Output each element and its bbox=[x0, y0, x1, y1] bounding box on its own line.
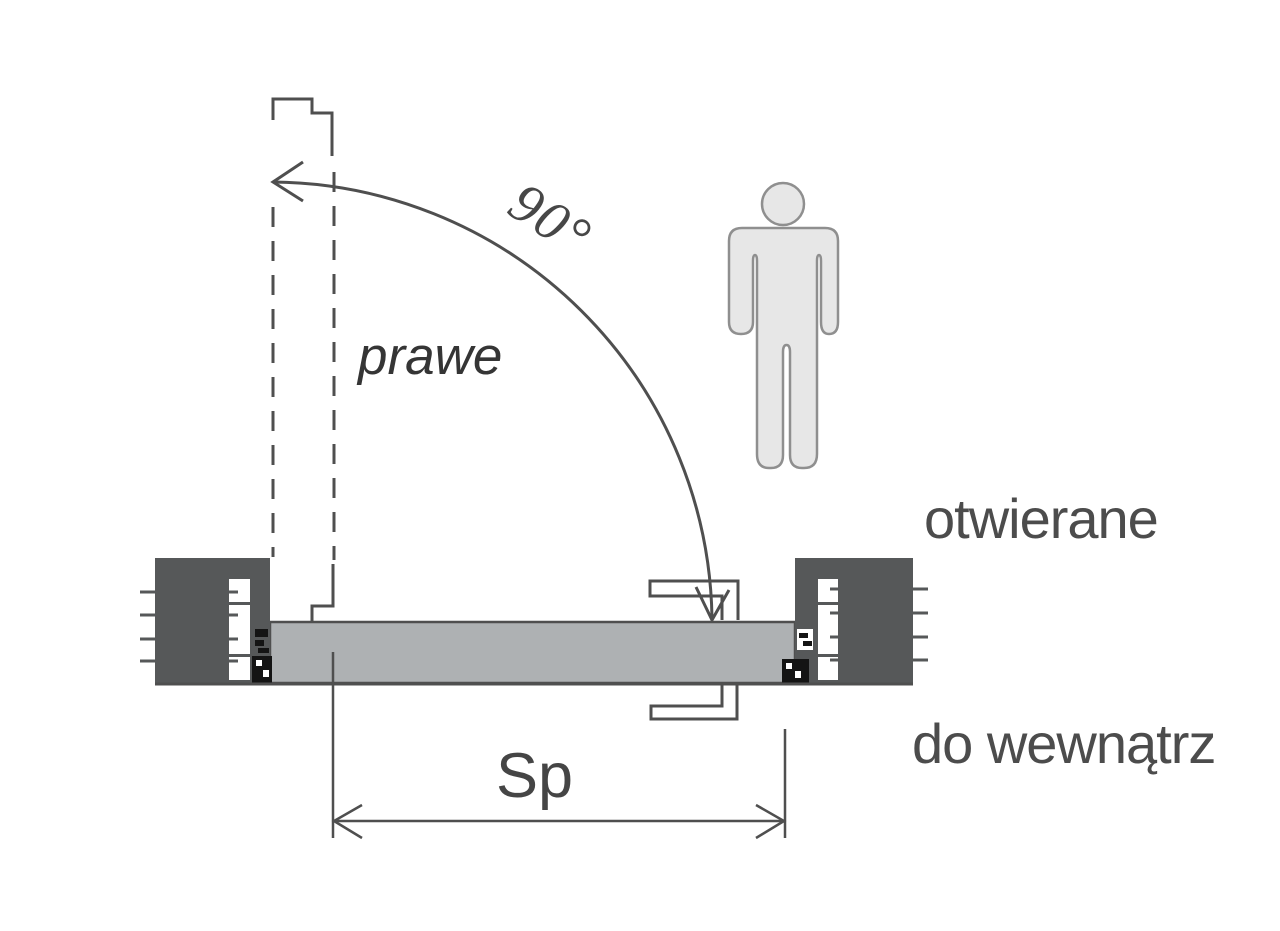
label-opening-line2: do wewnątrz bbox=[912, 712, 1216, 775]
wall-right-cutout bbox=[818, 579, 838, 602]
swing-arc bbox=[272, 180, 714, 619]
swing-arc-arrow-left bbox=[270, 160, 304, 203]
latch-seal-detail-right bbox=[782, 629, 813, 683]
hinge-seal-detail-left bbox=[252, 629, 272, 683]
wall-right bbox=[795, 558, 913, 684]
wall-left-cutout bbox=[229, 605, 250, 654]
dimension-arrow-left bbox=[331, 803, 363, 840]
door-leaf bbox=[268, 620, 797, 685]
wall-left-hatch-ticks bbox=[140, 590, 238, 663]
wall-right-hatch-ticks bbox=[830, 587, 928, 662]
door-swing-diagram: prawe 90° otwierane do wewnątrz Sp bbox=[140, 97, 1216, 840]
wall-left-cutout bbox=[229, 657, 250, 680]
person-icon bbox=[727, 181, 840, 470]
wall-left-cutout bbox=[229, 579, 250, 602]
door-frame-profile-open bbox=[271, 97, 334, 156]
person-head bbox=[760, 181, 806, 227]
label-opening-line1: otwierane bbox=[924, 487, 1159, 550]
frame-channel-top bbox=[648, 579, 740, 620]
wall-left bbox=[155, 558, 270, 684]
wall-right-cutout bbox=[818, 657, 838, 680]
label-opening-direction: otwierane do wewnątrz bbox=[912, 331, 1216, 931]
diagram-canvas bbox=[140, 97, 928, 840]
person-body bbox=[727, 226, 840, 470]
frame-channel-bottom bbox=[649, 683, 739, 721]
hinge-rebate-step bbox=[310, 564, 335, 622]
label-swing-direction: prawe bbox=[358, 327, 503, 386]
wall-right-cutout bbox=[818, 605, 838, 654]
dimension-arrow-right bbox=[755, 803, 787, 840]
sp-dimension bbox=[331, 652, 787, 840]
label-sp-dimension: Sp bbox=[496, 741, 574, 811]
